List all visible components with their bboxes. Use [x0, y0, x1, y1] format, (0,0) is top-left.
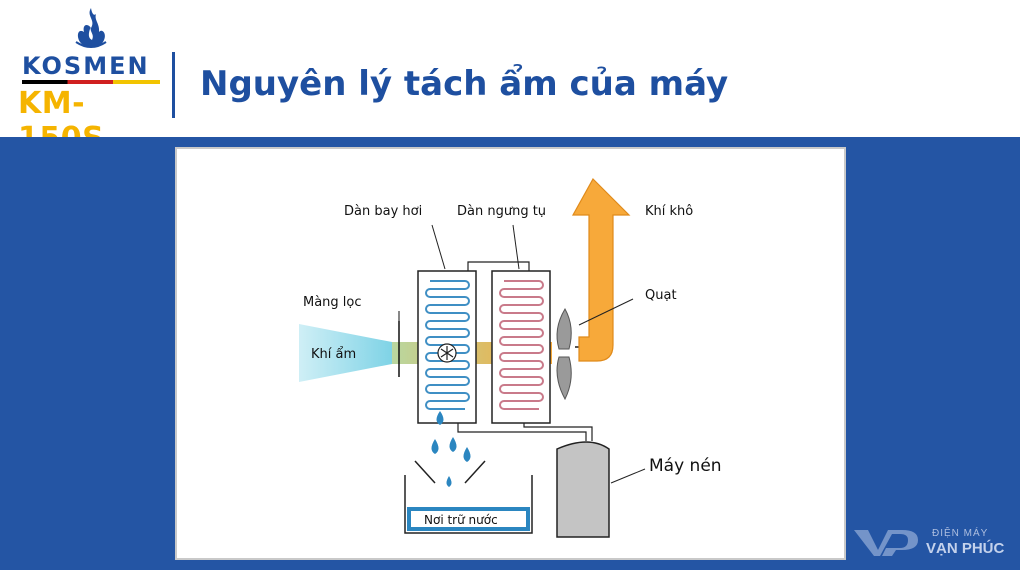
label-compressor: Máy nén: [649, 456, 722, 476]
tank-water: [407, 507, 530, 531]
label-humid-air: Khí ẩm: [311, 347, 356, 362]
water-tank: [404, 475, 533, 534]
watermark-line2: VẠN PHÚC: [926, 540, 1005, 557]
brand-stripe: [22, 80, 160, 84]
water-drops: [431, 411, 471, 487]
fan-blade-top: [556, 307, 572, 350]
label-dry-air: Khí khô: [645, 204, 693, 219]
dry-air-arrow: [571, 178, 631, 362]
label-water-tank: Nơi trữ nước: [424, 513, 498, 527]
header-divider: [172, 52, 175, 118]
brand-logo: KOSMEN KM-150S: [16, 6, 166, 156]
diagram-frame: Dàn bay hơi Dàn ngưng tụ Khí khô Màng lọ…: [175, 147, 846, 560]
label-fan: Quạt: [645, 288, 677, 303]
drip-funnel: [414, 460, 486, 484]
label-filter: Màng lọc: [303, 295, 362, 310]
brand-name: KOSMEN: [22, 52, 150, 80]
fan-blade-bottom: [556, 356, 572, 401]
label-evaporator: Dàn bay hơi: [344, 204, 422, 219]
flame-icon: [75, 8, 107, 48]
condenser-coil: [499, 280, 544, 410]
label-condenser: Dàn ngưng tụ: [457, 204, 546, 219]
page-title: Nguyên lý tách ẩm của máy: [200, 64, 729, 104]
pipe-to-compressor: [457, 423, 587, 441]
humid-air-funnel: [299, 324, 392, 382]
watermark-logo-icon: [854, 530, 918, 556]
pipe-from-compressor: [523, 423, 593, 441]
header: KOSMEN KM-150S Nguyên lý tách ẩm của máy: [0, 0, 1020, 156]
watermark: ĐIỆN MÁY VẠN PHÚC: [852, 522, 1017, 562]
compressor-body: [556, 441, 610, 538]
dehumidifier-diagram: Dàn bay hơi Dàn ngưng tụ Khí khô Màng lọ…: [299, 178, 722, 538]
top-pipe: [467, 261, 530, 271]
watermark-line1: ĐIỆN MÁY: [932, 528, 989, 539]
